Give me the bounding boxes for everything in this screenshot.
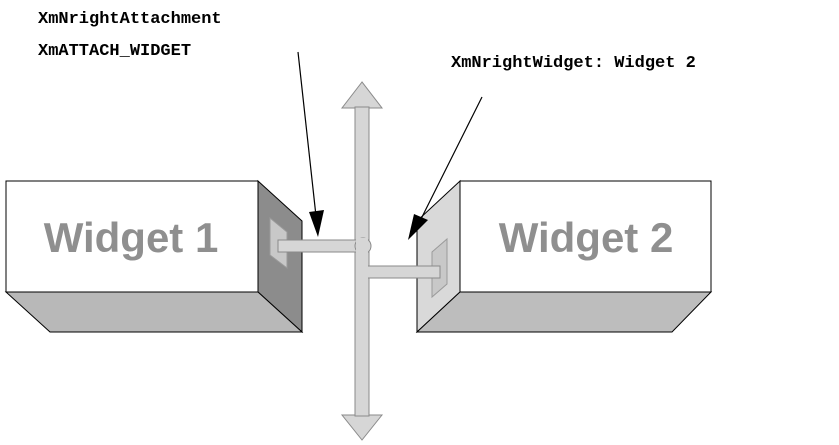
attachment-leader-line bbox=[297, 51, 317, 217]
attachment-value-label: XmATTACH_WIDGET bbox=[38, 42, 191, 61]
leader-lines bbox=[297, 51, 483, 240]
callout-labels: XmNrightAttachment XmATTACH_WIDGET XmNri… bbox=[38, 10, 696, 73]
widget-2-label: Widget 2 bbox=[499, 214, 674, 261]
widget-1-label: Widget 1 bbox=[44, 214, 219, 261]
widget-2-attachment-bar bbox=[361, 265, 441, 279]
right-widget-resource-label: XmNrightWidget: Widget 2 bbox=[451, 54, 696, 73]
widget-1-bottom-face bbox=[4, 291, 304, 333]
axis-bottom-arrowhead bbox=[340, 414, 384, 441]
widget-1-front-face bbox=[5, 180, 259, 293]
widget-1: Widget 1 bbox=[4, 179, 304, 334]
widget-2-bottom-face bbox=[415, 291, 713, 333]
attachment-bars bbox=[277, 237, 441, 286]
right-widget-leader-line bbox=[420, 96, 483, 220]
widget-2: Widget 2 bbox=[415, 179, 713, 334]
widget-1-attachment-bar bbox=[277, 239, 363, 253]
axis-top-arrowhead bbox=[340, 81, 384, 109]
right-widget-leader-arrowhead bbox=[408, 214, 428, 240]
attachment-resource-label: XmNrightAttachment bbox=[38, 10, 222, 29]
attachment-leader-arrowhead bbox=[309, 210, 324, 237]
axis-front-overlay bbox=[356, 238, 368, 286]
widget-2-front-face bbox=[459, 180, 712, 293]
